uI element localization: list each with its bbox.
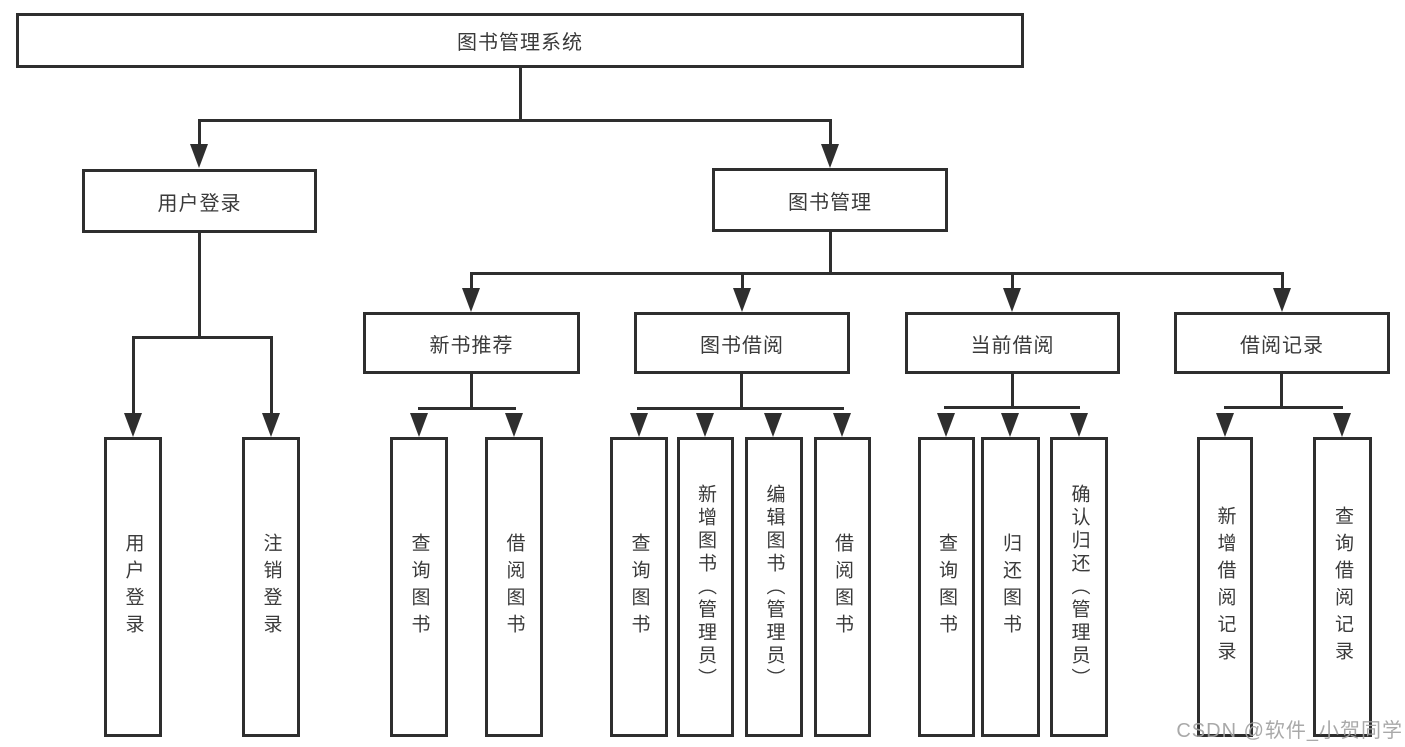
connector-userlogin-stub bbox=[198, 233, 201, 336]
connector-bookmgmt-drop-1 bbox=[470, 272, 473, 290]
connector-userlogin-branch bbox=[132, 336, 273, 339]
connector-bookmgmt-drop-3 bbox=[1011, 272, 1014, 290]
connector-root-right-drop bbox=[829, 119, 832, 147]
leaf-query-borrow-record-label: 查询借阅记录 bbox=[1332, 506, 1353, 668]
leaf-return-book-label: 归还图书 bbox=[1000, 533, 1021, 641]
node-borrow-records: 借阅记录 bbox=[1174, 312, 1390, 374]
arrowhead-leaf-add-record bbox=[1216, 413, 1234, 437]
connector-bookmgmt-branch bbox=[470, 272, 1283, 275]
arrowhead-new-book-recommend bbox=[462, 288, 480, 312]
arrowhead-leaf-confirm-return bbox=[1070, 413, 1088, 437]
connector-recommend-branch bbox=[418, 407, 516, 410]
connector-bookmgmt-drop-4 bbox=[1281, 272, 1284, 290]
node-current-borrow: 当前借阅 bbox=[905, 312, 1120, 374]
connector-bookmgmt-drop-2 bbox=[741, 272, 744, 290]
arrowhead-leaf-borrow-books-2 bbox=[833, 413, 851, 437]
node-current-borrow-label: 当前借阅 bbox=[970, 334, 1055, 357]
leaf-add-book-admin-label: 新增图书（管理员） bbox=[695, 483, 716, 691]
connector-current-stub bbox=[1011, 374, 1014, 407]
connector-recommend-stub bbox=[470, 374, 473, 408]
arrowhead-leaf-user-login bbox=[124, 413, 142, 437]
connector-root-branch bbox=[198, 119, 832, 122]
node-borrow-records-label: 借阅记录 bbox=[1240, 334, 1324, 357]
node-user-login-label: 用户登录 bbox=[157, 192, 242, 215]
arrowhead-leaf-query-books-3 bbox=[937, 413, 955, 437]
leaf-borrow-books-2-label: 借阅图书 bbox=[832, 533, 853, 641]
leaf-add-borrow-record: 新增借阅记录 bbox=[1197, 437, 1253, 737]
connector-root-stub bbox=[519, 68, 522, 119]
arrowhead-leaf-query-books-2 bbox=[630, 413, 648, 437]
leaf-query-borrow-record: 查询借阅记录 bbox=[1313, 437, 1372, 737]
connector-userlogin-drop-1 bbox=[132, 336, 135, 414]
arrowhead-leaf-add-book bbox=[696, 413, 714, 437]
arrowhead-leaf-logout bbox=[262, 413, 280, 437]
watermark: CSDN @软件_小贺同学 bbox=[1176, 720, 1403, 742]
leaf-edit-book-admin: 编辑图书（管理员） bbox=[745, 437, 803, 737]
connector-current-branch bbox=[944, 406, 1080, 409]
node-book-management-label: 图书管理 bbox=[788, 191, 872, 214]
arrowhead-leaf-query-books-1 bbox=[410, 413, 428, 437]
connector-userlogin-drop-2 bbox=[270, 336, 273, 414]
arrowhead-book-management bbox=[821, 144, 839, 168]
leaf-query-books-2: 查询图书 bbox=[610, 437, 668, 737]
leaf-confirm-return-admin: 确认归还（管理员） bbox=[1050, 437, 1108, 737]
node-user-login: 用户登录 bbox=[82, 169, 317, 233]
node-book-borrow-label: 图书借阅 bbox=[700, 334, 784, 357]
arrowhead-current-borrow bbox=[1003, 288, 1021, 312]
leaf-borrow-books-1-label: 借阅图书 bbox=[503, 533, 525, 641]
node-library-system-label: 图书管理系统 bbox=[457, 32, 583, 54]
connector-root-left-drop bbox=[198, 119, 201, 147]
connector-records-stub bbox=[1280, 374, 1283, 407]
leaf-query-books-1-label: 查询图书 bbox=[408, 533, 430, 641]
leaf-add-borrow-record-label: 新增借阅记录 bbox=[1214, 506, 1236, 668]
connector-borrow-branch bbox=[637, 407, 844, 410]
leaf-query-books-1: 查询图书 bbox=[390, 437, 448, 737]
connector-records-branch bbox=[1224, 406, 1343, 409]
leaf-borrow-books-1: 借阅图书 bbox=[485, 437, 543, 737]
node-library-system: 图书管理系统 bbox=[16, 13, 1024, 68]
arrowhead-leaf-edit-book bbox=[764, 413, 782, 437]
leaf-query-books-3-label: 查询图书 bbox=[936, 533, 957, 641]
arrowhead-borrow-records bbox=[1273, 288, 1291, 312]
leaf-return-book: 归还图书 bbox=[981, 437, 1040, 737]
leaf-query-books-3: 查询图书 bbox=[918, 437, 975, 737]
leaf-add-book-admin: 新增图书（管理员） bbox=[677, 437, 734, 737]
node-new-book-recommend-label: 新书推荐 bbox=[429, 334, 514, 357]
leaf-logout: 注销登录 bbox=[242, 437, 300, 737]
arrowhead-user-login bbox=[190, 144, 208, 168]
leaf-user-login: 用户登录 bbox=[104, 437, 162, 737]
node-book-management: 图书管理 bbox=[712, 168, 948, 232]
node-book-borrow: 图书借阅 bbox=[634, 312, 850, 374]
leaf-user-login-label: 用户登录 bbox=[122, 533, 144, 641]
connector-borrow-stub bbox=[740, 374, 743, 408]
arrowhead-book-borrow bbox=[733, 288, 751, 312]
leaf-edit-book-admin-label: 编辑图书（管理员） bbox=[763, 483, 785, 691]
leaf-logout-label: 注销登录 bbox=[260, 533, 282, 641]
arrowhead-leaf-borrow-books-1 bbox=[505, 413, 523, 437]
leaf-borrow-books-2: 借阅图书 bbox=[814, 437, 871, 737]
leaf-confirm-return-admin-label: 确认归还（管理员） bbox=[1068, 483, 1090, 691]
arrowhead-leaf-query-record bbox=[1333, 413, 1351, 437]
connector-bookmgmt-stub bbox=[829, 232, 832, 273]
node-new-book-recommend: 新书推荐 bbox=[363, 312, 580, 374]
arrowhead-leaf-return-book bbox=[1001, 413, 1019, 437]
leaf-query-books-2-label: 查询图书 bbox=[628, 533, 650, 641]
